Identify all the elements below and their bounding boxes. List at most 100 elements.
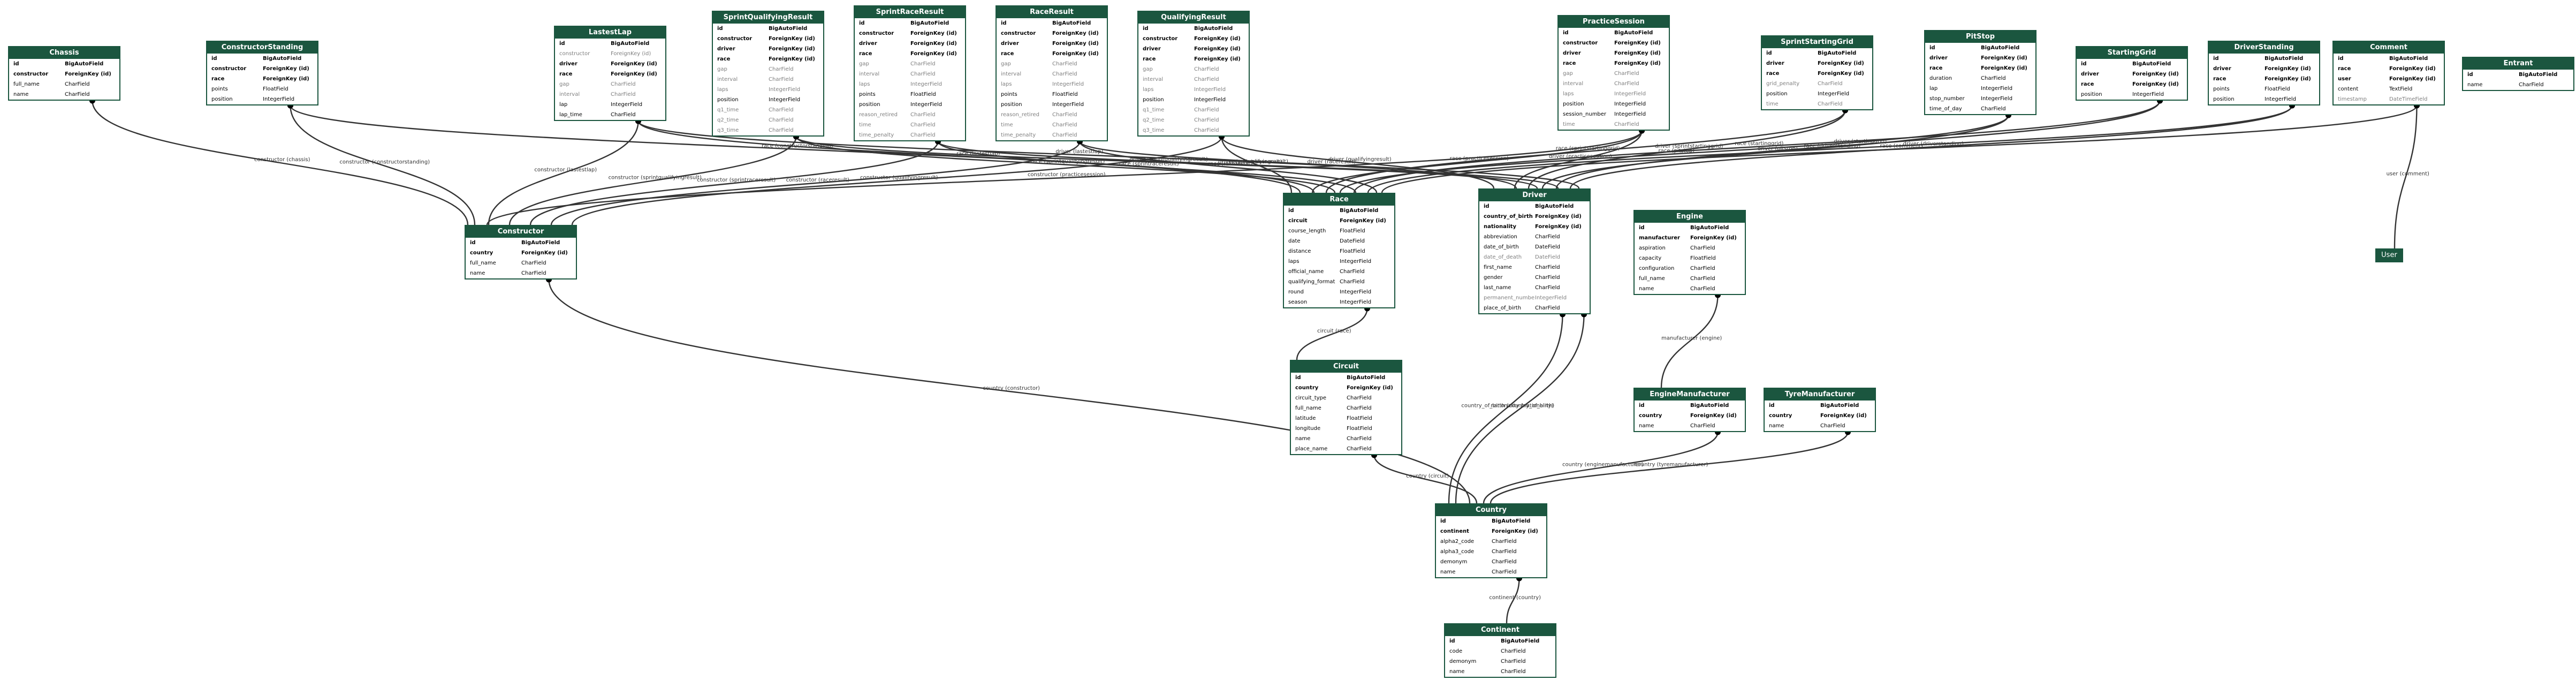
- field-name: id: [1769, 403, 1775, 409]
- field-name: timestamp: [2338, 96, 2367, 102]
- relation-line: [1311, 130, 1643, 193]
- field-name: gap: [717, 66, 727, 72]
- field-type: CharField: [769, 127, 794, 133]
- table-header: TyreManufacturer: [1765, 389, 1875, 401]
- field-type: FloatField: [1690, 255, 1716, 261]
- field-type: CharField: [1981, 106, 2006, 112]
- field-type: IntegerField: [1614, 111, 1646, 117]
- relation-line: [290, 105, 476, 225]
- field-name: gender: [1484, 275, 1503, 281]
- field-name: code: [1449, 648, 1463, 654]
- relation-label: race (practicesession): [1450, 156, 1509, 162]
- field-name: longitude: [1295, 426, 1321, 432]
- relation-line: [1528, 110, 1846, 189]
- relation-line: [1367, 105, 2293, 193]
- field-name: laps: [1143, 87, 1154, 93]
- field-name: race: [1929, 65, 1943, 71]
- relation-label: constructor (qualifyingresult): [860, 175, 938, 181]
- field-type: CharField: [1492, 539, 1517, 545]
- field-type: IntegerField: [1818, 91, 1850, 97]
- field-type: ForeignKey (id): [1194, 56, 1241, 62]
- field-type: DateTimeField: [2389, 96, 2428, 102]
- field-type: BigAutoField: [2519, 72, 2558, 78]
- field-name: name: [1769, 423, 1784, 429]
- field-type: BigAutoField: [1052, 20, 1091, 26]
- field-type: DateField: [1535, 244, 1560, 250]
- relation-label: constructor (constructorstanding): [339, 160, 430, 165]
- relation-line: [1079, 141, 1580, 189]
- field-row: interval CharField: [555, 89, 665, 100]
- field-type: BigAutoField: [611, 41, 650, 47]
- table-header: RaceResult: [997, 6, 1107, 18]
- field-type: CharField: [769, 66, 794, 72]
- field-type: BigAutoField: [263, 56, 302, 62]
- field-type: CharField: [611, 92, 636, 97]
- field-name: interval: [1563, 81, 1584, 87]
- field-name: reason_retired: [1001, 112, 1039, 118]
- field-name: position: [211, 96, 233, 102]
- relation-label: continent (country): [1489, 595, 1541, 601]
- field-name: constructor: [717, 36, 753, 42]
- relation-label: constructor (raceresult): [786, 177, 849, 183]
- field-type: CharField: [769, 107, 794, 113]
- relation-line: [488, 120, 639, 225]
- field-type: ForeignKey (id): [2265, 76, 2311, 82]
- field-type: IntegerField: [1340, 299, 1372, 305]
- table-header: Race: [1284, 194, 1394, 206]
- field-name: permanent_number: [1484, 295, 1535, 301]
- field-name: constructor: [859, 31, 894, 36]
- table-header: SprintRaceResult: [855, 6, 965, 18]
- field-name: id: [1449, 638, 1455, 644]
- field-type: CharField: [769, 77, 794, 82]
- field-name: abbreviation: [1484, 234, 1517, 240]
- field-name: id: [2213, 56, 2219, 62]
- field-name: driver: [1001, 41, 1019, 47]
- field-name: interval: [559, 92, 580, 97]
- field-name: race: [2081, 81, 2094, 87]
- field-type: ForeignKey (id): [1492, 528, 1538, 534]
- relation-line: [1569, 105, 2293, 189]
- field-name: demonym: [1449, 659, 1477, 664]
- field-name: q1_time: [717, 107, 739, 113]
- field-type: FloatField: [910, 92, 936, 97]
- field-name: place_of_birth: [1484, 305, 1522, 311]
- field-name: driver: [2081, 71, 2099, 77]
- table-header: ConstructorStanding: [207, 42, 317, 54]
- field-type: CharField: [1690, 276, 1715, 282]
